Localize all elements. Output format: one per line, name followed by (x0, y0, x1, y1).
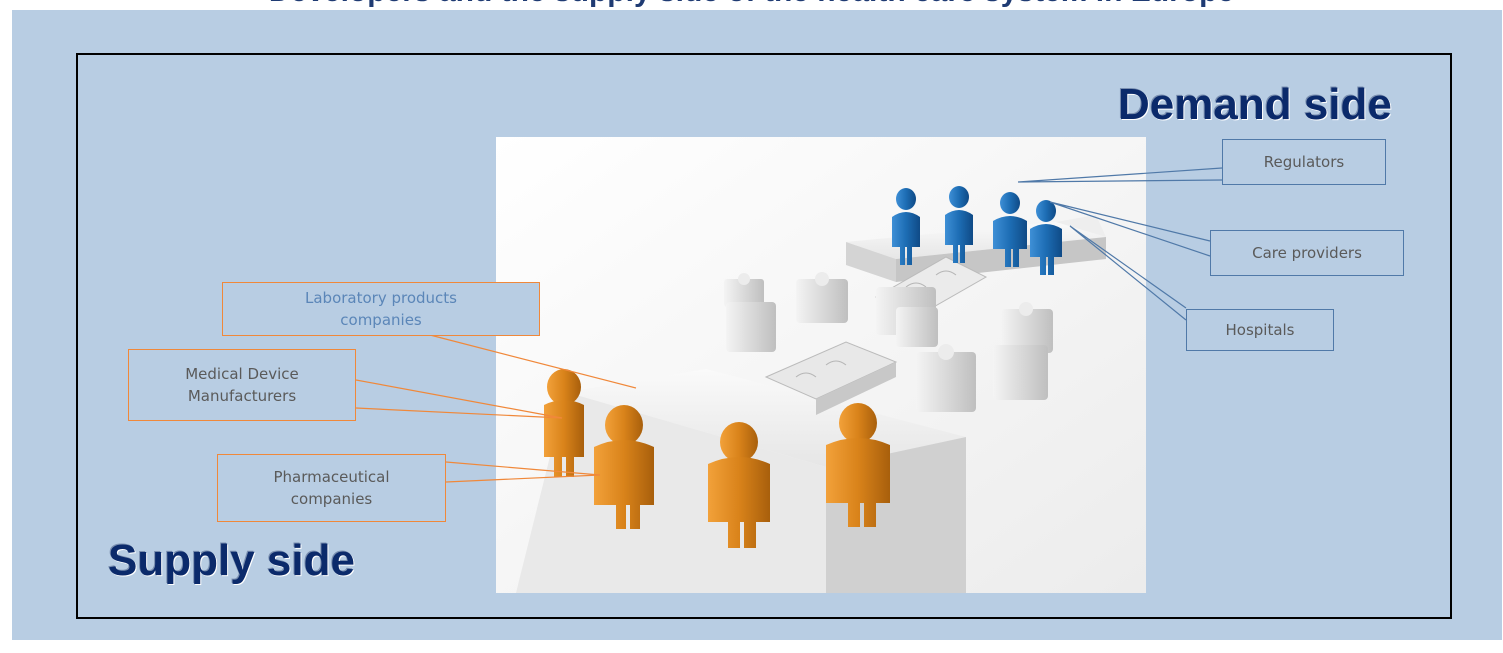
demand-figure-2 (945, 186, 973, 263)
slide-title: Developers and the supply side of the he… (0, 0, 1503, 10)
pharmaceutical-label: Pharmaceutical companies (217, 454, 446, 522)
demand-side-heading: Demand side (1118, 80, 1392, 129)
care-providers-label: Care providers (1210, 230, 1404, 276)
puzzle-pieces (724, 272, 1053, 412)
demand-figure-3 (993, 192, 1027, 267)
pharmaceutical-text: Pharmaceutical companies (273, 468, 390, 508)
laboratory-products-label: Laboratory products companies (222, 282, 540, 336)
supply-figure-2 (594, 405, 654, 529)
hospitals-label: Hospitals (1186, 309, 1334, 351)
medical-device-text: Medical Device Manufacturers (185, 365, 299, 405)
regulators-text: Regulators (1263, 153, 1345, 171)
supply-figures (544, 369, 890, 548)
hospitals-text: Hospitals (1225, 321, 1295, 339)
diagram-frame (76, 53, 1452, 619)
demand-figures (892, 186, 1062, 275)
regulators-label: Regulators (1222, 139, 1386, 185)
puzzle-bridge-illustration (496, 137, 1146, 593)
demand-figure-1 (892, 188, 920, 265)
care-providers-text: Care providers (1252, 244, 1362, 262)
supply-side-heading: Supply side (108, 536, 355, 585)
medical-device-label: Medical Device Manufacturers (128, 349, 356, 421)
supply-figure-4 (826, 403, 890, 527)
supply-figure-3 (708, 422, 770, 548)
laboratory-products-text: Laboratory products companies (305, 289, 457, 329)
